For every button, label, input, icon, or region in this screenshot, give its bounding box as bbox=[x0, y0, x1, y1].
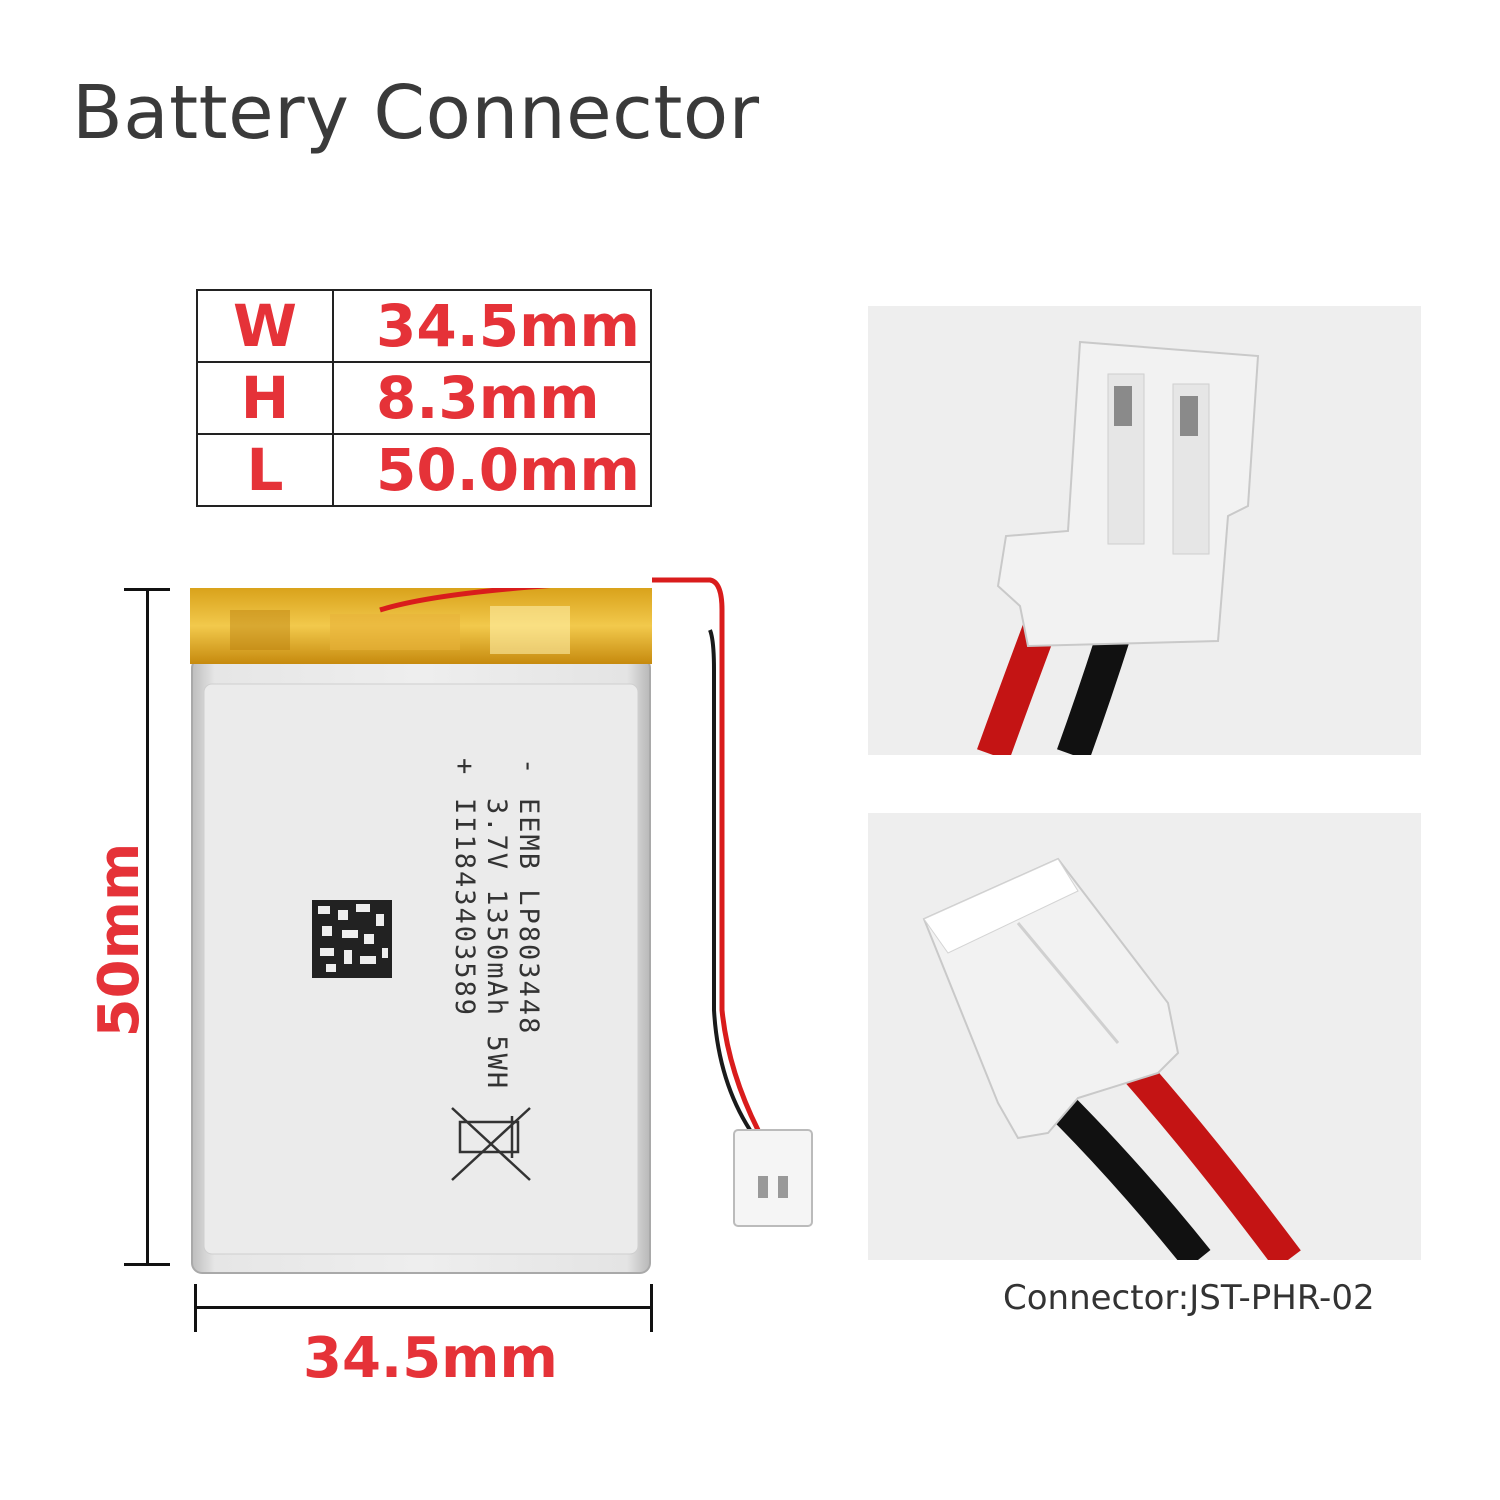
battery-plus-mark: + bbox=[449, 758, 480, 776]
small-connector-icon bbox=[733, 1129, 813, 1227]
page-title: Battery Connector bbox=[72, 70, 760, 156]
spec-row-length: L 50.0mm bbox=[196, 433, 652, 507]
connector-photo-top bbox=[868, 306, 1421, 761]
height-dimension-label: 50mm bbox=[87, 842, 152, 1038]
height-dimension-line bbox=[146, 588, 149, 1266]
connector-top-view-icon bbox=[977, 340, 1260, 761]
battery-illustration: - EEMB LP803448 3.7V 1350mAh 5WH + II184… bbox=[190, 588, 652, 1274]
battery-label-line2: 3.7V 1350mAh 5WH bbox=[481, 798, 512, 1090]
crossed-bin-icon bbox=[451, 1107, 531, 1181]
battery-label-line3: II1843403589 bbox=[449, 798, 480, 1017]
dimension-spec-table: W 34.5mm H 8.3mm L 50.0mm bbox=[196, 289, 652, 507]
spec-key: H bbox=[196, 361, 334, 435]
spec-key: W bbox=[196, 289, 334, 363]
width-dimension-line bbox=[196, 1306, 652, 1309]
width-dimension-label: 34.5mm bbox=[303, 1326, 558, 1391]
connector-caption: Connector:JST-PHR-02 bbox=[1003, 1278, 1375, 1318]
spec-value: 34.5mm bbox=[332, 289, 652, 363]
connector-photo-bottom bbox=[868, 813, 1421, 1271]
width-dimension-cap-left bbox=[194, 1284, 197, 1332]
height-dimension-cap-bottom bbox=[124, 1263, 170, 1266]
spec-key: L bbox=[196, 433, 334, 507]
battery-minus-mark: - bbox=[513, 758, 544, 776]
datamatrix-code-icon bbox=[312, 900, 392, 978]
connector-side-view-icon bbox=[922, 857, 1301, 1271]
width-dimension-cap-right bbox=[650, 1284, 653, 1332]
battery-label-line1: EEMB LP803448 bbox=[513, 798, 544, 1035]
spec-row-width: W 34.5mm bbox=[196, 289, 652, 363]
height-dimension-cap-top bbox=[124, 588, 170, 591]
spec-value: 8.3mm bbox=[332, 361, 652, 435]
spec-value: 50.0mm bbox=[332, 433, 652, 507]
spec-row-height: H 8.3mm bbox=[196, 361, 652, 435]
battery-wires bbox=[652, 577, 813, 1227]
